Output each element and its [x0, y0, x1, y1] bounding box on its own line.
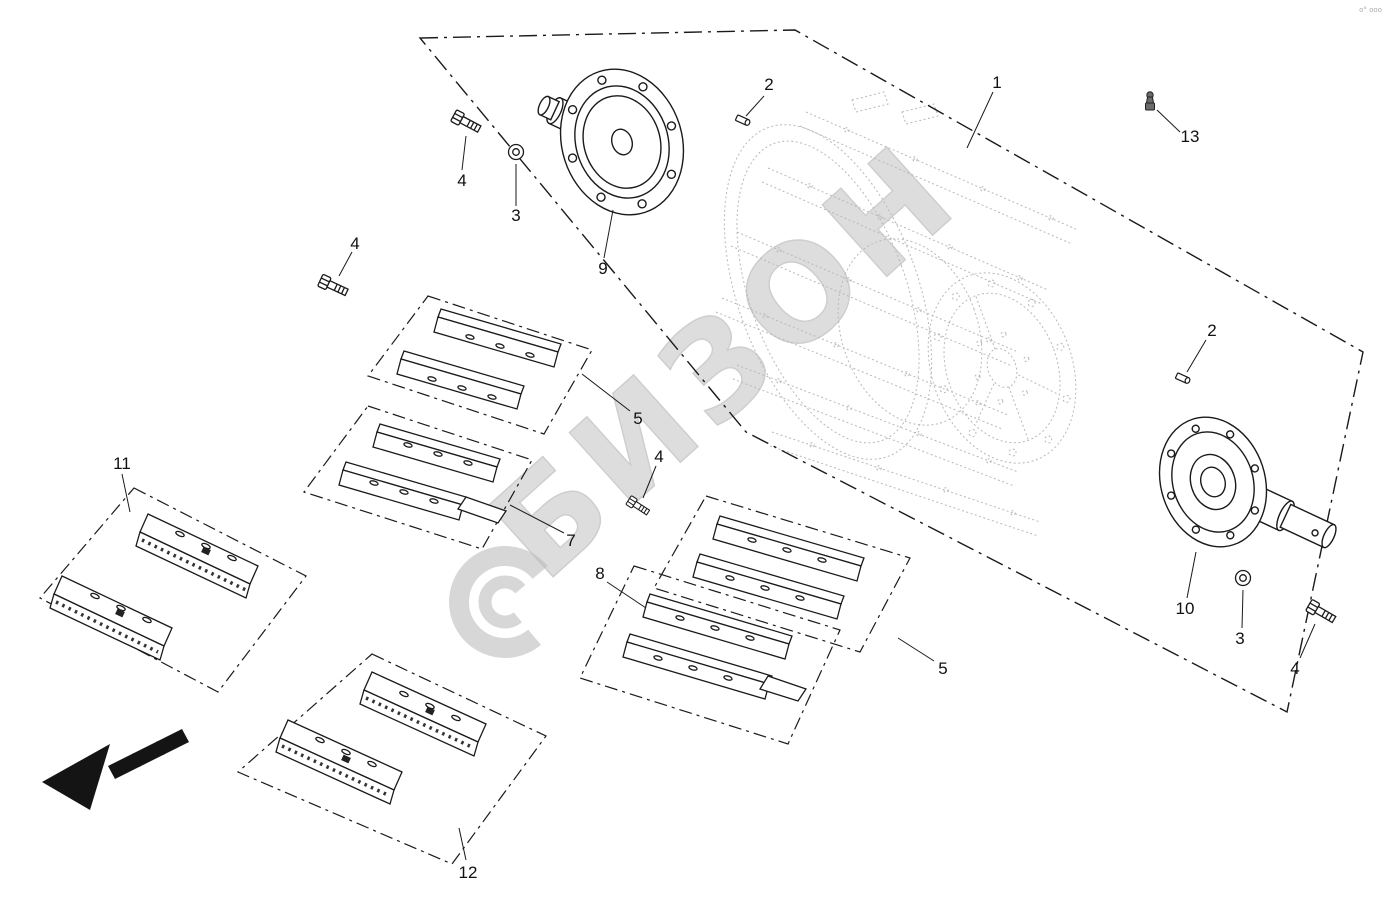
callout-7: 7 — [566, 531, 575, 550]
bolt-4a-icon — [449, 109, 483, 136]
callout-1: 1 — [992, 73, 1001, 92]
fasteners — [316, 91, 1338, 626]
drum-phantom — [715, 91, 1079, 537]
callout-13: 13 — [1181, 127, 1200, 146]
callout-3a: 3 — [511, 206, 520, 225]
corner-mark: o° ooo — [1359, 6, 1382, 14]
callout-11: 11 — [113, 454, 131, 473]
callout-8: 8 — [595, 564, 604, 583]
callouts: 1 2 13 4 3 9 4 5 4 7 8 2 10 3 4 5 11 12 — [113, 73, 1300, 882]
washer-3a-icon — [507, 143, 525, 161]
flange-9 — [537, 68, 685, 216]
rasp-bar-set-11 — [39, 487, 307, 693]
rasp-bar-set-5-right — [653, 495, 911, 653]
callout-3b: 3 — [1235, 629, 1244, 648]
leader-lines — [121, 91, 1316, 861]
rasp-bar-set-8 — [579, 565, 841, 745]
pin-2a-icon — [734, 114, 752, 127]
callout-2a: 2 — [764, 75, 773, 94]
rasp-bar-set-12 — [236, 653, 547, 865]
callout-5b: 5 — [938, 659, 947, 678]
callout-4c: 4 — [654, 447, 663, 466]
bolt-4d-icon — [1304, 598, 1338, 626]
callout-5a: 5 — [633, 409, 642, 428]
bolt-4b-icon — [316, 273, 350, 299]
callout-12: 12 — [459, 863, 478, 882]
direction-arrow-icon — [42, 729, 189, 810]
wedge-piece — [456, 496, 508, 524]
assembly-boundary — [418, 29, 1364, 714]
pin-2b-icon — [1174, 372, 1192, 385]
callout-4a: 4 — [457, 171, 466, 190]
wedge-piece — [759, 675, 808, 702]
callout-10: 10 — [1176, 599, 1195, 618]
shaft-assembly-10 — [1158, 416, 1337, 549]
callout-2b: 2 — [1207, 321, 1216, 340]
drum-end-ring — [927, 272, 1077, 464]
washer-3b-icon — [1234, 569, 1252, 587]
callout-9: 9 — [598, 259, 607, 278]
grease-fitting-13-icon — [1145, 91, 1155, 111]
rasp-bar-set-5-top — [367, 295, 593, 435]
callout-4d: 4 — [1290, 659, 1299, 678]
rasp-bar-set-7 — [303, 405, 533, 550]
watermark-logo-icon — [449, 546, 548, 658]
callout-4b: 4 — [350, 234, 359, 253]
